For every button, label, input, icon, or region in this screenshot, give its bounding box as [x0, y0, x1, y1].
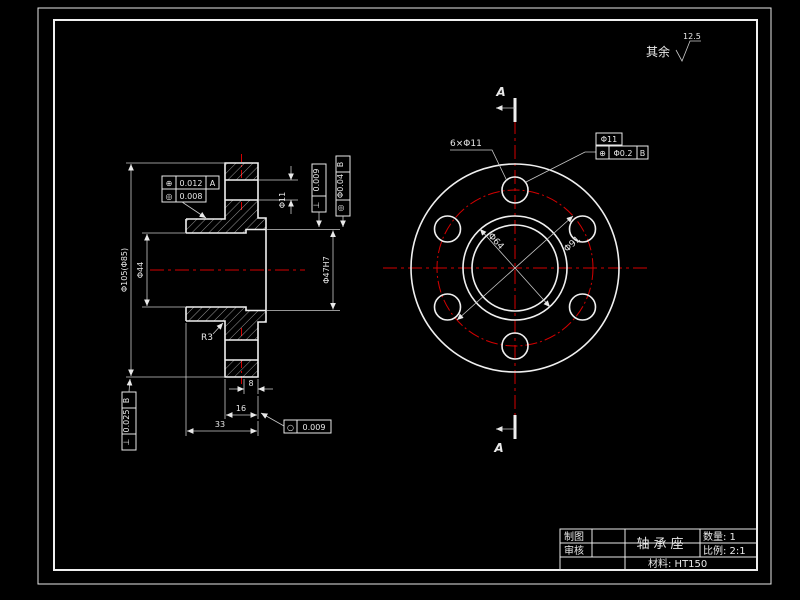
- dim-bolt-hole: Φ11: [258, 166, 298, 214]
- fcf-value: 0.009: [312, 169, 321, 192]
- front-view: A A Φ64 Φ91 6×Φ11 Φ11 ⊕ Φ0: [383, 85, 650, 455]
- dim-bearing-bore: Φ47H7: [266, 229, 340, 311]
- fcf-bottom-left: B 0.025 ⊥: [121, 378, 137, 451]
- drawn-by-label: 制图: [564, 530, 584, 543]
- position-tolerance-frame: Φ11 ⊕ Φ0.2 B: [525, 132, 649, 183]
- part-outline: [185, 162, 267, 378]
- fcf-value: 0.009: [303, 423, 326, 432]
- section-label-bottom: A: [493, 441, 503, 455]
- fcf-datum: B: [336, 162, 345, 168]
- leader-line: [126, 378, 133, 393]
- fcf-symbol: ○: [287, 423, 294, 432]
- fcf-value: 0.012: [180, 179, 203, 188]
- outer-border: [37, 7, 772, 585]
- leader-line: [450, 149, 508, 182]
- hole-callout: 6×Φ11: [450, 139, 508, 182]
- hole-callout-text: 6×Φ11: [450, 139, 482, 149]
- fcf-value: 0.025: [122, 410, 131, 433]
- hole-note-box: [595, 132, 623, 146]
- hole-note-text: Φ11: [601, 135, 617, 144]
- inner-border: [53, 19, 758, 571]
- bolt-hole-cut-bottom: [225, 340, 258, 360]
- fcf-box: [595, 145, 649, 160]
- fcf-datum: B: [122, 398, 131, 404]
- fcf-concentricity: B Φ0.04 ◎: [335, 155, 351, 227]
- dim-text: 8: [248, 379, 253, 388]
- fcf-symbol: ⊕: [166, 179, 173, 188]
- title-block-border: [559, 528, 758, 571]
- fcf-datum: B: [640, 149, 646, 158]
- dim-text: Φ47H7: [322, 256, 331, 284]
- fcf-symbol: ⊕: [599, 149, 606, 158]
- leader-line: [525, 151, 596, 183]
- bore-lines: [186, 228, 266, 312]
- checked-by-label: 审核: [564, 544, 584, 557]
- dim-16: 16: [224, 379, 259, 419]
- dim-text: Φ11: [278, 192, 287, 208]
- fcf-perpendicularity: 0.009 ⊥: [311, 163, 327, 227]
- fcf-box: [283, 419, 332, 434]
- fcf-symbol: ◎: [336, 204, 345, 211]
- fcf-symbol: ◎: [166, 192, 173, 201]
- dim-line: [456, 215, 574, 321]
- fcf-value: Φ0.04: [336, 174, 345, 198]
- part-name: 轴承座: [636, 537, 687, 552]
- surface-note-text: 其余: [646, 44, 670, 59]
- dim-bore: Φ44: [136, 232, 186, 308]
- dim-text: Φ44: [136, 262, 145, 278]
- dim-flange-od: Φ105(Φ85): [120, 162, 224, 378]
- fcf-symbol: ⊥: [122, 438, 131, 445]
- roughness-icon: [675, 40, 701, 62]
- dim-33: 33: [185, 323, 259, 436]
- leader-line: [260, 412, 285, 427]
- radius-text: R3: [201, 333, 213, 343]
- leader-line: [212, 322, 224, 335]
- fcf-runout: ○ 0.009: [260, 412, 332, 434]
- fcf-value: 0.008: [180, 192, 203, 201]
- material-text: 材料: HT150: [648, 557, 707, 570]
- bolt-hole-walls: [225, 179, 258, 361]
- roughness-value: 12.5: [683, 32, 701, 41]
- title-block: 制图 审核 轴承座 数量: 1 比例: 2:1 材料: HT150: [559, 528, 758, 571]
- dim-text: 16: [236, 404, 246, 413]
- bolt-circle-centerline: [436, 189, 594, 347]
- fcf-value: Φ0.2: [613, 149, 632, 158]
- section-view: R3 Φ105(Φ85) Φ44 Φ47H7: [120, 154, 351, 451]
- dim-text: Φ64: [486, 231, 506, 252]
- dim-text: Φ91: [562, 235, 582, 255]
- section-arrow-top: A: [495, 85, 517, 122]
- dim-8: 8: [229, 379, 273, 394]
- section-label-top: A: [495, 85, 505, 99]
- leader-line: [181, 201, 207, 219]
- quantity-text: 数量: 1: [703, 530, 736, 543]
- bolt-hole: [501, 332, 529, 360]
- fillet-radius-callout: R3: [201, 322, 224, 343]
- dim-text: Φ105(Φ85): [120, 248, 129, 292]
- dim-text: 33: [215, 420, 225, 429]
- fcf-datum: A: [210, 179, 216, 188]
- section-arrow-bottom: A: [493, 415, 517, 455]
- fcf-stack-topleft: ⊕ 0.012 A ◎ 0.008: [161, 175, 220, 219]
- bolt-hole: [501, 176, 529, 204]
- general-roughness-note: 其余 12.5: [646, 32, 701, 62]
- flange-outer-circle: [410, 163, 620, 373]
- scale-text: 比例: 2:1: [703, 544, 746, 557]
- fcf-box: [161, 188, 207, 203]
- bolt-hole-cut-top: [225, 180, 258, 200]
- fcf-symbol: ⊥: [312, 201, 321, 208]
